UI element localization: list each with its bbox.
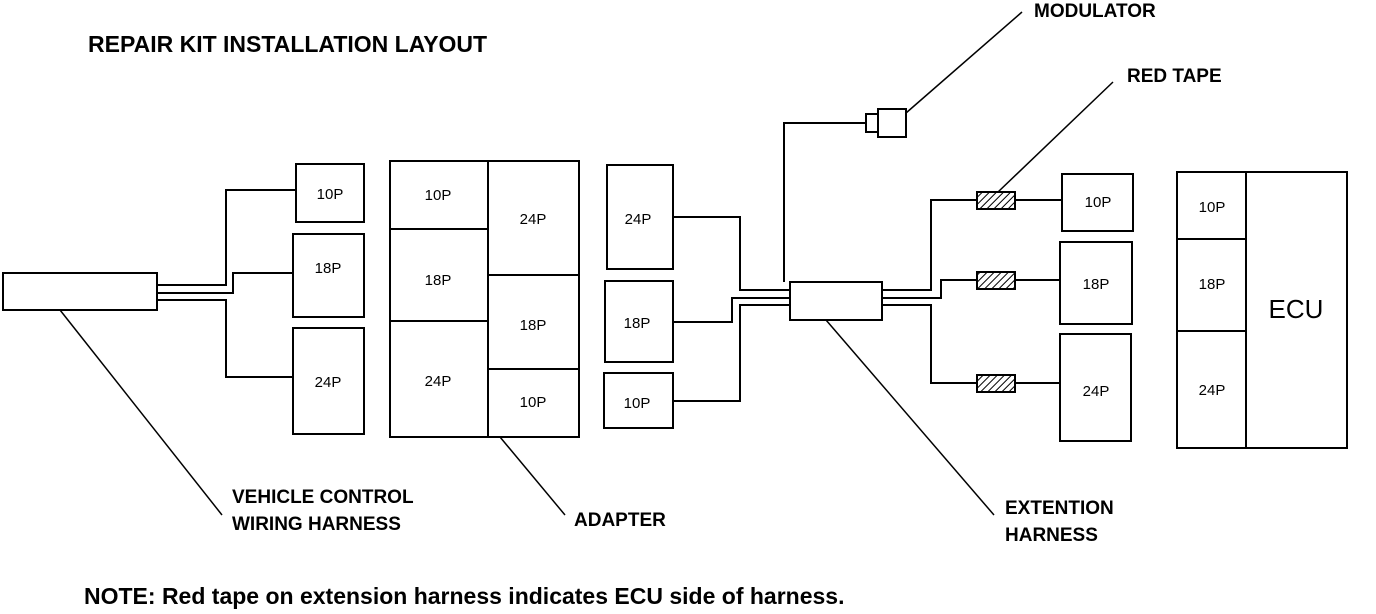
vehicle-harness-label-line2: WIRING HARNESS — [232, 514, 401, 535]
vehicle-harness-label-line1: VEHICLE CONTROL — [232, 487, 414, 508]
adapter-outline — [389, 160, 580, 438]
extension-harness: 24P 18P 10P 10P 18P 24P — [603, 108, 1134, 442]
adapter-right-24p-label: 24P — [520, 211, 547, 228]
red-tape-label: RED TAPE — [1127, 66, 1222, 87]
extension-ecu-connector-10p — [1061, 173, 1134, 232]
vehicle-connector-24p — [292, 327, 365, 435]
extension-connector-10p-label: 10P — [624, 395, 651, 412]
vehicle-harness-trunk — [2, 272, 158, 311]
adapter-label: ADAPTER — [574, 510, 666, 531]
ecu-outline — [1176, 171, 1348, 449]
extension-ecu-connector-24p-label: 24P — [1083, 383, 1110, 400]
vehicle-connector-18p-label: 18P — [315, 260, 342, 277]
extension-connector-18p — [604, 280, 674, 363]
adapter-left-10p-label: 10P — [425, 187, 452, 204]
ecu-unit: 10P 18P 24P ECU — [1176, 171, 1348, 449]
red-tape-18p — [976, 271, 1016, 290]
vehicle-connector-24p-label: 24P — [315, 374, 342, 391]
extension-ecu-connector-18p-label: 18P — [1083, 276, 1110, 293]
vehicle-connector-18p — [292, 233, 365, 318]
adapter-right-10p-label: 10P — [520, 394, 547, 411]
extension-harness-label-line2: HARNESS — [1005, 525, 1098, 546]
vehicle-harness: 10P 18P 24P — [2, 163, 365, 435]
leader-modulator — [905, 11, 1023, 114]
extension-ecu-connector-24p — [1059, 333, 1132, 442]
red-tape-10p — [976, 191, 1016, 210]
vehicle-connector-10p — [295, 163, 365, 223]
adapter-left-18p-label: 18P — [425, 272, 452, 289]
extension-junction — [789, 281, 883, 321]
diagram-title: REPAIR KIT INSTALLATION LAYOUT — [88, 31, 487, 57]
ecu-port-18p-label: 18P — [1199, 276, 1226, 293]
modulator-plug — [877, 108, 907, 138]
modulator-plug-tip — [865, 113, 879, 133]
extension-ecu-connector-18p — [1059, 241, 1133, 325]
leader-extension-harness — [825, 319, 995, 516]
leader-vehicle-harness — [59, 309, 223, 516]
adapter-right-18p-label: 18P — [520, 317, 547, 334]
leader-adapter — [499, 436, 566, 516]
footnote: NOTE: Red tape on extension harness indi… — [84, 583, 844, 609]
ecu-port-10p-label: 10P — [1199, 199, 1226, 216]
adapter-left-24p-label: 24P — [425, 373, 452, 390]
modulator-label: MODULATOR — [1034, 1, 1156, 22]
ecu-port-24p-label: 24P — [1199, 382, 1226, 399]
extension-connector-18p-label: 18P — [624, 315, 651, 332]
extension-connector-24p-label: 24P — [625, 211, 652, 228]
adapter-block: 10P 18P 24P 24P 18P 10P — [389, 160, 580, 438]
red-tape-24p — [976, 374, 1016, 393]
extension-harness-label-line1: EXTENTION — [1005, 498, 1114, 519]
extension-ecu-connector-10p-label: 10P — [1085, 194, 1112, 211]
leader-red-tape — [997, 81, 1114, 193]
ecu-label: ECU — [1269, 294, 1324, 324]
vehicle-connector-10p-label: 10P — [317, 186, 344, 203]
